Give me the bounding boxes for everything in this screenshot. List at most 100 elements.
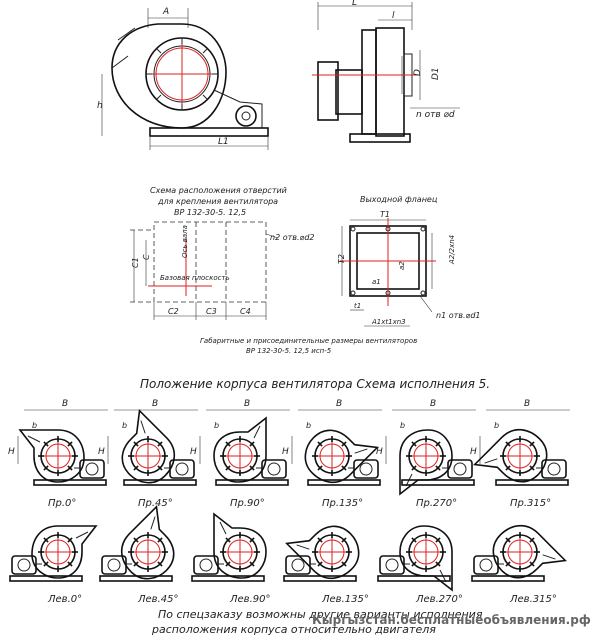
housing-hatch: [140, 420, 146, 434]
dim-c: C: [142, 254, 151, 260]
fan-base: [123, 479, 197, 486]
housing-scroll: [213, 416, 267, 483]
fan-base: [9, 575, 83, 582]
impeller-blade: [505, 441, 511, 447]
dim-h: H: [8, 447, 15, 457]
fan-body: [9, 525, 98, 582]
housing-hatch: [354, 448, 368, 454]
housing-scroll: [213, 512, 267, 579]
axis-label: Ось вала: [181, 225, 189, 258]
impeller-blade: [249, 465, 255, 471]
impeller-blade: [411, 561, 417, 567]
motor-body: [101, 555, 127, 575]
fan-body: [471, 525, 567, 582]
impeller-blade: [43, 465, 49, 471]
fan-body: [399, 429, 475, 496]
dim-b-small: b: [400, 421, 405, 430]
impeller-blade: [505, 537, 511, 543]
motor-body: [379, 555, 405, 575]
dim-l-small: l: [392, 11, 395, 21]
hole-scheme-title-1: Схема расположения отверстий: [150, 186, 287, 195]
fan-housing: [213, 416, 267, 483]
dim-t2: T2: [337, 254, 346, 264]
fan-base: [33, 479, 107, 486]
impeller-blade: [67, 441, 73, 447]
position-label: Лев.270°: [415, 594, 463, 605]
impeller-blade: [157, 465, 163, 471]
base-plane-label: Базовая плоскость: [160, 274, 230, 282]
fan-body: [191, 512, 267, 582]
dim-h: H: [376, 447, 383, 457]
motor-hub: [479, 558, 493, 572]
impeller-blade: [43, 441, 49, 447]
housing-scroll: [473, 429, 548, 483]
impeller-blade: [529, 537, 535, 543]
fan-body: [121, 409, 197, 486]
motor-hub: [107, 558, 121, 572]
impeller-blade: [225, 441, 231, 447]
motor-hub: [359, 462, 373, 476]
impeller-blade: [133, 441, 139, 447]
motor-hub: [267, 462, 281, 476]
dim-l: L: [352, 0, 357, 8]
impeller-blade: [43, 561, 49, 567]
impeller-blade: [505, 561, 511, 567]
housing-hatch: [219, 521, 227, 535]
fan-housing: [213, 512, 267, 579]
impeller-blade: [341, 441, 347, 447]
impeller-blade: [249, 537, 255, 543]
impeller-blade: [133, 561, 139, 567]
housing-position-diagram: Лев.270°: [377, 525, 463, 605]
dim-l1: L1: [218, 137, 229, 147]
fan-base: [283, 575, 357, 582]
motor-hub: [291, 558, 305, 572]
motor-hub: [385, 558, 399, 572]
impeller-blade: [341, 561, 347, 567]
position-label: Лев.45°: [137, 594, 178, 605]
fan-base: [191, 575, 265, 582]
impeller-blade: [157, 537, 163, 543]
housing-position-diagram: Лев.90°: [191, 512, 270, 605]
impeller-blade: [341, 465, 347, 471]
fan-body: [18, 429, 107, 486]
dim-c2: C2: [168, 307, 179, 316]
fan-body: [473, 429, 569, 486]
dim-b: B: [430, 399, 436, 409]
position-label: Лев.0°: [47, 594, 82, 605]
position-label: Лев.90°: [229, 594, 270, 605]
fan-base: [215, 479, 289, 486]
fan-body: [377, 525, 453, 592]
impeller-blade: [67, 561, 73, 567]
position-label: Пр.90°: [230, 498, 265, 509]
dim-b: B: [244, 399, 250, 409]
caption-line-2: ВР 132-30-5. 12,5 исп-5: [246, 347, 332, 355]
impeller-blade: [67, 465, 73, 471]
impeller-blade: [411, 441, 417, 447]
impeller-blade: [411, 465, 417, 471]
housing-scroll: [285, 525, 360, 579]
fan-side-view: L l D D1 n отв ⌀d: [312, 0, 460, 143]
impeller-blade: [529, 465, 535, 471]
fan-body: [99, 505, 175, 582]
position-label: Пр.315°: [510, 498, 551, 509]
fan-base: [495, 479, 569, 486]
caption-line-1: Габаритные и присоединительные размеры в…: [200, 337, 417, 345]
impeller-blade: [435, 561, 441, 567]
motor-hub: [453, 462, 467, 476]
dim-b-small: b: [306, 421, 311, 430]
dim-b-small: b: [32, 421, 37, 430]
housing-hatch: [296, 544, 310, 550]
dim-h: H: [98, 447, 105, 457]
fan-base: [99, 575, 173, 582]
impeller-blade: [249, 561, 255, 567]
motor-body: [169, 459, 195, 479]
impeller-blade: [529, 441, 535, 447]
dim-b: B: [62, 399, 68, 409]
housing-scroll: [492, 525, 567, 579]
housing-hatch: [542, 554, 556, 560]
